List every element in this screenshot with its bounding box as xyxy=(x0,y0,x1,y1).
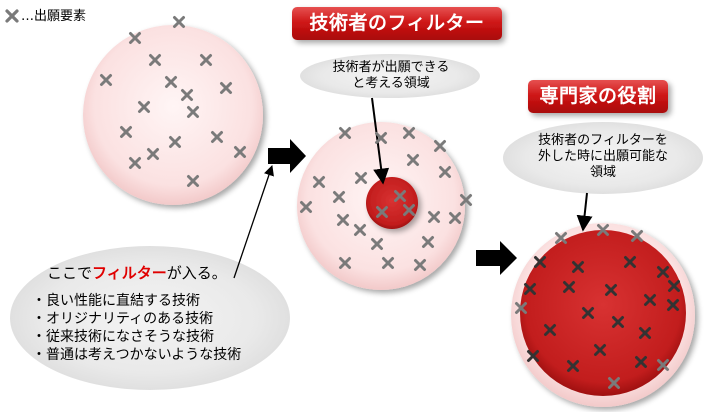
x-mark-icon xyxy=(337,214,349,226)
x-mark-icon xyxy=(567,360,579,372)
x-mark-icon xyxy=(612,316,624,328)
x-mark-icon xyxy=(147,148,159,160)
x-mark-icon xyxy=(100,74,112,86)
engineer-area-text: 技術者が出願できる と考える領域 xyxy=(306,60,476,92)
x-mark-icon xyxy=(234,146,246,158)
x-mark-icon xyxy=(169,136,181,148)
x-mark-icon xyxy=(339,127,351,139)
x-mark-icon xyxy=(354,224,366,236)
x-mark-icon xyxy=(371,238,383,250)
note-item: ・オリジナリティのある技術 xyxy=(32,311,214,327)
x-mark-icon xyxy=(524,283,536,295)
engineer-area-line: 技術者が出願できる xyxy=(332,60,450,75)
x-mark-icon xyxy=(555,232,567,244)
x-mark-icon xyxy=(211,131,223,143)
x-mark-icon xyxy=(407,154,419,166)
note-bubble xyxy=(10,246,290,390)
x-mark-icon xyxy=(120,126,132,138)
x-mark-icon xyxy=(434,140,446,152)
legend-icon xyxy=(5,9,19,23)
note-list: ・良い性能に直結する技術 ・オリジナリティのある技術 ・従来技術になさそうな技術… xyxy=(32,292,241,364)
x-mark-icon xyxy=(376,206,388,218)
x-mark-icon xyxy=(138,101,150,113)
x-mark-icon xyxy=(668,280,680,292)
x-mark-icon xyxy=(639,327,651,339)
all-elements-circle xyxy=(83,25,263,205)
x-mark-icon xyxy=(644,294,656,306)
x-mark-icon xyxy=(635,356,647,368)
x-mark-icon xyxy=(129,32,141,44)
block-arrow-1 xyxy=(268,139,306,173)
x-mark-icon xyxy=(582,307,594,319)
engineer-core-circle xyxy=(366,177,418,229)
note-heading: ここでフィルターが入る。 xyxy=(47,262,227,283)
x-mark-icon xyxy=(597,224,609,236)
x-mark-icon xyxy=(605,284,617,296)
outside-filter-bubble xyxy=(503,122,703,194)
note-head-post: が入る。 xyxy=(166,264,227,282)
expert-inner-circle xyxy=(520,230,686,396)
x-mark-icon xyxy=(631,230,643,242)
x-mark-icon xyxy=(667,299,679,311)
x-mark-icon xyxy=(382,257,394,269)
engineer-area-bubble xyxy=(300,54,480,98)
x-mark-icon xyxy=(149,54,161,66)
x-mark-icon xyxy=(544,324,556,336)
x-mark-icon xyxy=(355,172,367,184)
x-mark-icon xyxy=(187,175,199,187)
legend-label: …出願要素 xyxy=(21,9,87,24)
note-item: ・普通は考えつかないような技術 xyxy=(32,347,242,363)
x-mark-icon xyxy=(572,261,584,273)
x-mark-icon xyxy=(173,16,185,28)
x-mark-icon xyxy=(220,82,232,94)
x-mark-icon xyxy=(165,76,177,88)
block-arrow-2 xyxy=(476,241,517,275)
x-mark-icon xyxy=(534,256,546,268)
pointer-arrow-filter xyxy=(233,165,274,279)
outside-filter-text: 技術者のフィルターを 外した時に出願可能な 領域 xyxy=(513,133,693,181)
x-mark-icon xyxy=(515,302,527,314)
x-mark-icon xyxy=(200,54,212,66)
x-mark-icon xyxy=(181,89,193,101)
note-item: ・従来技術になさそうな技術 xyxy=(32,329,214,345)
x-mark-icon xyxy=(187,106,199,118)
x-mark-icon xyxy=(449,212,461,224)
x-mark-icon xyxy=(657,359,669,371)
x-mark-icon xyxy=(594,344,606,356)
x-mark-icon xyxy=(403,204,415,216)
x-mark-icon xyxy=(527,350,539,362)
outside-filter-line: 外した時に出願可能な xyxy=(537,149,668,164)
x-mark-icon xyxy=(460,194,472,206)
x-mark-icon xyxy=(414,259,426,271)
x-mark-icon xyxy=(300,201,312,213)
x-mark-icon xyxy=(439,166,451,178)
x-mark-icon xyxy=(563,281,575,293)
title-box-expert-role xyxy=(528,80,668,113)
x-mark-icon xyxy=(657,266,669,278)
note-head-highlight: フィルター xyxy=(92,264,167,282)
pointer-arrow-expert xyxy=(576,192,593,232)
title-engineer-filter: 技術者のフィルター xyxy=(309,12,485,34)
x-mark-icon xyxy=(333,191,345,203)
element-marks xyxy=(100,16,680,389)
outside-filter-line: 領域 xyxy=(589,165,616,180)
x-mark-icon xyxy=(428,211,440,223)
note-head-pre: ここで xyxy=(47,264,93,282)
x-mark-icon xyxy=(313,176,325,188)
title-expert-role: 専門家の役割 xyxy=(539,85,657,107)
outside-filter-line: 技術者のフィルターを xyxy=(538,133,668,148)
x-mark-icon xyxy=(394,190,406,202)
x-mark-icon xyxy=(422,236,434,248)
engineer-area-line: と考える領域 xyxy=(352,76,430,91)
note-item: ・良い性能に直結する技術 xyxy=(32,293,200,309)
x-mark-icon xyxy=(339,257,351,269)
x-mark-icon xyxy=(129,157,141,169)
x-mark-icon xyxy=(608,377,620,389)
title-box-engineer-filter xyxy=(292,7,502,40)
x-mark-icon xyxy=(375,132,387,144)
x-mark-icon xyxy=(403,127,415,139)
x-mark-icon xyxy=(624,256,636,268)
